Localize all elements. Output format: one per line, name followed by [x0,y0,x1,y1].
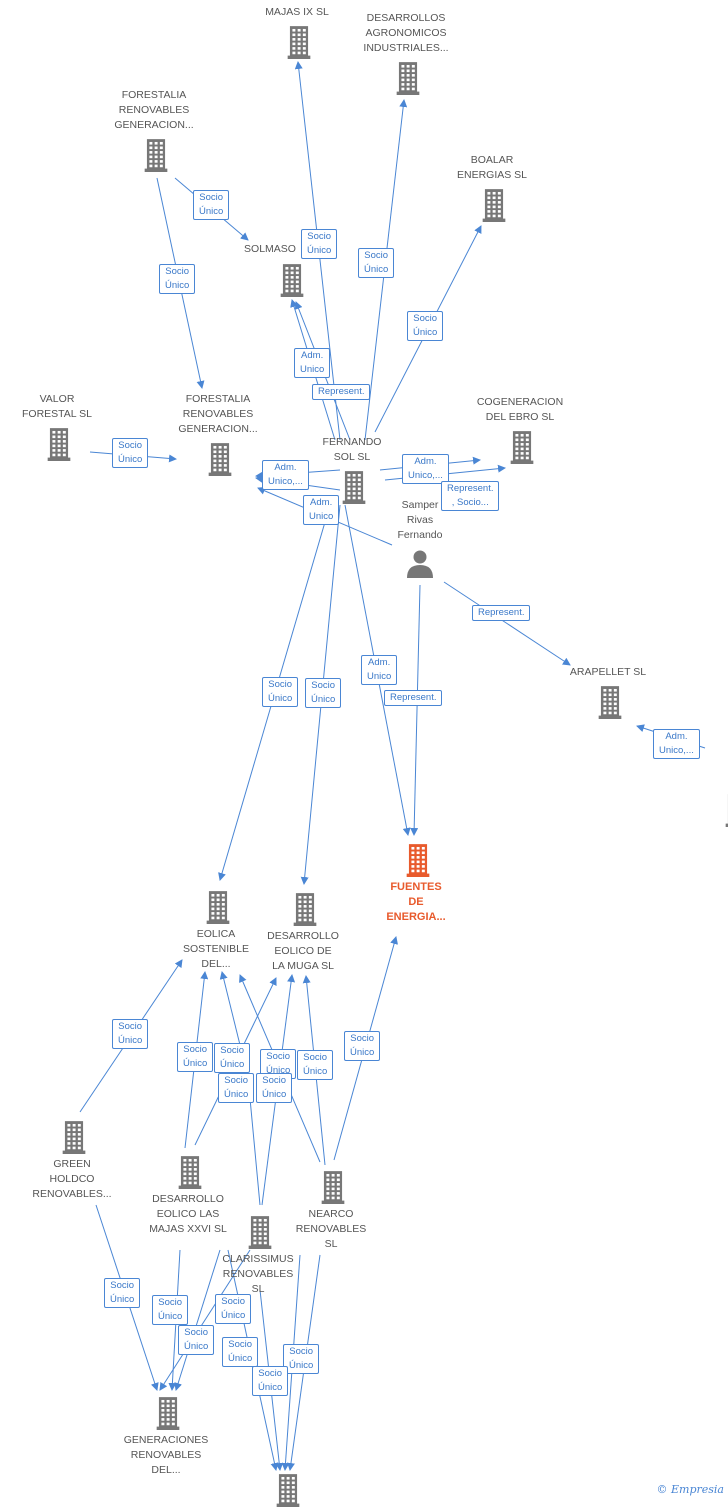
node-label: DESARROLLOS AGRONOMICOS INDUSTRIALES... [346,11,466,56]
node-label: DESARROLLO EOLICO DE LA MUGA SL [243,929,363,974]
node-label: NEARCO RENOVABLES SL [271,1207,391,1252]
relationship-badge[interactable]: Socio Único [112,1019,148,1049]
node-label: CLARISSIMUS RENOVABLES SL [198,1252,318,1297]
relationship-badge[interactable]: Socio Único [193,190,229,220]
node-label: VALOR FORESTAL SL [0,392,117,422]
building-icon [275,263,309,302]
relationship-badge[interactable]: Represent. [472,605,530,621]
copyright-symbol: © [657,1483,668,1496]
building-icon [57,1120,91,1159]
building-icon [42,427,76,466]
relationship-badge[interactable]: Socio Único [177,1042,213,1072]
building-icon [173,1155,207,1194]
edge-22 [222,972,240,1045]
relationship-badge[interactable]: Adm. Unico,... [402,454,449,484]
building-icon [391,61,425,100]
building-icon [151,1396,185,1435]
relationship-badge[interactable]: Socio Único [344,1031,380,1061]
node-label: FUENTES DE ENERGIA... [356,880,476,925]
relationship-badge[interactable]: Adm. Unico [303,495,339,525]
building-icon [271,1473,305,1512]
relationship-badge[interactable]: Socio Único [256,1073,292,1103]
relationship-badge[interactable]: Socio Único [112,438,148,468]
relationship-badge[interactable]: Represent. , Socio... [441,481,499,511]
relationship-badge[interactable]: Socio Único [305,678,341,708]
relationship-badge[interactable]: Socio Único [283,1344,319,1374]
building-icon [288,892,322,931]
node-label: BOALAR ENERGIAS SL [432,153,552,183]
edge-13 [444,582,570,665]
relationship-badge[interactable]: Represent. [312,384,370,400]
relationship-badge[interactable]: Socio Único [252,1366,288,1396]
relationship-badge[interactable]: Adm. Unico [294,348,330,378]
relationship-badge[interactable]: Socio Único [215,1294,251,1324]
building-icon [139,138,173,177]
building-icon [203,442,237,481]
empresia-logo: © Empresia [657,1483,725,1496]
node-label: GREEN HOLDCO RENOVABLES... [12,1157,132,1202]
building-icon [243,1215,277,1254]
relationship-badge[interactable]: Adm. Unico,... [653,729,700,759]
relationship-badge[interactable]: Adm. Unico,... [262,460,309,490]
building-icon [593,685,627,724]
building-icon [505,430,539,469]
relationship-badge[interactable]: Socio Único [407,311,443,341]
person-icon [405,548,435,583]
relationship-badge[interactable]: Socio Único [301,229,337,259]
node-label: COGENERACION DEL EBRO SL [460,395,580,425]
relationship-badge[interactable]: Socio Único [218,1073,254,1103]
building-icon [201,890,235,929]
relationship-badge[interactable]: Socio Único [222,1337,258,1367]
relationship-badge[interactable]: Socio Único [104,1278,140,1308]
building-icon [401,843,435,882]
relationship-badge[interactable]: Socio Único [159,264,195,294]
brand-name: Empresia [671,1483,724,1496]
node-label: FU RE [675,830,728,860]
edge-15 [414,585,420,835]
relationship-badge[interactable]: Socio Único [358,248,394,278]
node-label: GENERACIONES RENOVABLES DEL... [106,1433,226,1478]
relationship-badge[interactable]: Socio Único [214,1043,250,1073]
node-label: DESARROLLO EOLICO LAS MAJAS XXVI SL [128,1192,248,1237]
node-label: MAJAS IX SL [237,5,357,20]
relationship-badge[interactable]: Socio Único [178,1325,214,1355]
relationship-badge[interactable]: Represent. [384,690,442,706]
building-icon [477,188,511,227]
building-icon [720,793,728,832]
relationship-badge[interactable]: Socio Único [262,677,298,707]
node-label: FERNANDO SOL SL [292,435,412,465]
relationship-badge[interactable]: Adm. Unico [361,655,397,685]
node-label: FORESTALIA RENOVABLES GENERACION... [158,392,278,437]
relationship-badge[interactable]: Socio Único [297,1050,333,1080]
building-icon [282,25,316,64]
relationship-badge[interactable]: Socio Único [152,1295,188,1325]
node-label: FORESTALIA RENOVABLES GENERACION... [94,88,214,133]
building-icon [316,1170,350,1209]
node-label: ARAPELLET SL [548,665,668,680]
